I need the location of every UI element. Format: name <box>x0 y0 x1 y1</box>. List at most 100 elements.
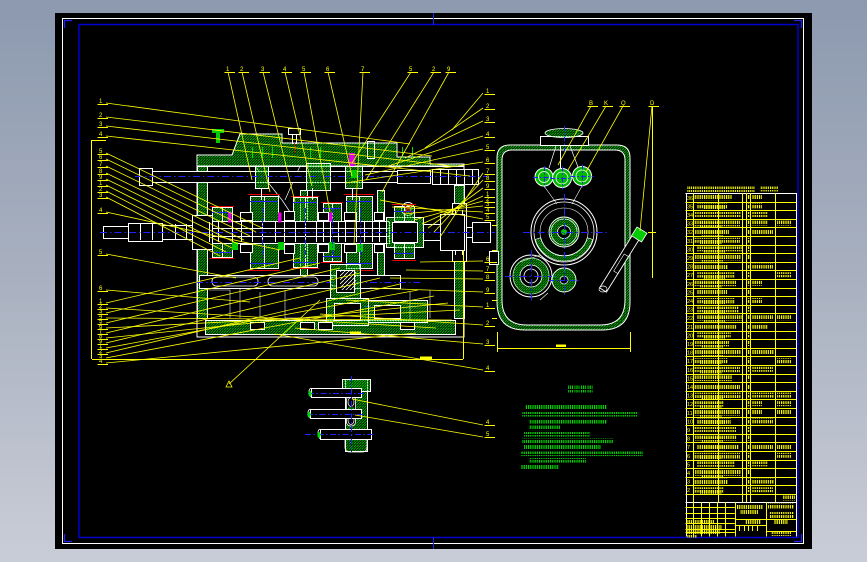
svg-text:9: 9 <box>99 339 103 345</box>
svg-text:Q: Q <box>621 101 626 107</box>
svg-text:15: 15 <box>687 376 693 382</box>
svg-text:5: 5 <box>99 319 103 325</box>
svg-text:6: 6 <box>486 158 490 164</box>
svg-text:25: 25 <box>687 290 693 296</box>
svg-text:6: 6 <box>486 257 490 263</box>
svg-text:30: 30 <box>687 247 693 253</box>
svg-text:11: 11 <box>687 411 693 417</box>
svg-text:3: 3 <box>261 67 265 73</box>
svg-text:8: 8 <box>687 437 690 443</box>
svg-text:8: 8 <box>99 169 103 175</box>
svg-text:36: 36 <box>687 196 693 202</box>
svg-text:5: 5 <box>687 462 690 468</box>
svg-text:2: 2 <box>486 321 490 327</box>
svg-text:7: 7 <box>486 169 490 175</box>
svg-text:1: 1 <box>486 303 490 309</box>
svg-text:8: 8 <box>486 275 490 281</box>
svg-text:13: 13 <box>687 394 693 400</box>
svg-text:2: 2 <box>99 187 103 193</box>
svg-text:7: 7 <box>99 329 103 335</box>
svg-text:4: 4 <box>99 314 103 320</box>
svg-text:2: 2 <box>687 488 690 494</box>
svg-text:3: 3 <box>486 202 490 208</box>
svg-text:2: 2 <box>99 304 103 310</box>
svg-text:2: 2 <box>432 67 436 73</box>
svg-text:31: 31 <box>687 239 693 245</box>
svg-text:16: 16 <box>687 368 693 374</box>
svg-text:D: D <box>650 101 655 107</box>
svg-text:7: 7 <box>486 267 490 273</box>
svg-text:32: 32 <box>687 230 693 236</box>
svg-text:9: 9 <box>99 175 103 181</box>
svg-text:1: 1 <box>99 181 103 187</box>
svg-text:17: 17 <box>687 359 693 365</box>
svg-text:5: 5 <box>486 215 490 221</box>
svg-text:2: 2 <box>99 113 103 119</box>
svg-text:19: 19 <box>687 342 693 348</box>
svg-text:12: 12 <box>687 402 693 408</box>
svg-text:1: 1 <box>99 299 103 305</box>
svg-text:3: 3 <box>486 117 490 123</box>
svg-text:9: 9 <box>687 428 690 434</box>
svg-text:6: 6 <box>687 454 690 460</box>
svg-text:1: 1 <box>99 344 103 350</box>
svg-text:3: 3 <box>99 309 103 315</box>
svg-text:5: 5 <box>99 250 103 256</box>
svg-text:K: K <box>604 101 608 107</box>
svg-text:1: 1 <box>486 89 490 95</box>
svg-text:4: 4 <box>283 67 287 73</box>
svg-text:8: 8 <box>486 176 490 182</box>
svg-text:5: 5 <box>302 67 306 73</box>
svg-text:2: 2 <box>486 104 490 110</box>
svg-text:B: B <box>589 101 593 107</box>
svg-text:7: 7 <box>687 445 690 451</box>
svg-text:1: 1 <box>99 99 103 105</box>
svg-text:7: 7 <box>361 67 365 73</box>
svg-text:4: 4 <box>486 208 490 214</box>
svg-text:5: 5 <box>486 432 490 438</box>
svg-text:4: 4 <box>99 132 103 138</box>
svg-text:9: 9 <box>486 184 490 190</box>
svg-text:26: 26 <box>687 282 693 288</box>
svg-text:4: 4 <box>486 366 490 372</box>
svg-text:22: 22 <box>687 316 693 322</box>
svg-text:14: 14 <box>687 385 693 391</box>
svg-text:3: 3 <box>687 480 690 486</box>
svg-text:5: 5 <box>99 149 103 155</box>
svg-text:2: 2 <box>99 349 103 355</box>
svg-text:2: 2 <box>240 67 244 73</box>
svg-text:3: 3 <box>486 340 490 346</box>
svg-text:28: 28 <box>687 265 693 271</box>
svg-text:18: 18 <box>687 351 693 357</box>
svg-text:27: 27 <box>687 273 693 279</box>
svg-text:24: 24 <box>687 299 693 305</box>
svg-text:1: 1 <box>226 67 230 73</box>
svg-text:9: 9 <box>447 67 451 73</box>
svg-text:3: 3 <box>99 354 103 360</box>
svg-text:3: 3 <box>99 122 103 128</box>
svg-text:4: 4 <box>99 359 103 365</box>
svg-text:9: 9 <box>486 288 490 294</box>
svg-text:23: 23 <box>687 308 693 314</box>
svg-text:33: 33 <box>687 222 693 228</box>
svg-text:20: 20 <box>687 333 693 339</box>
svg-text:8: 8 <box>99 334 103 340</box>
svg-text:5: 5 <box>486 145 490 151</box>
svg-text:7: 7 <box>99 162 103 168</box>
svg-text:4: 4 <box>687 471 690 477</box>
svg-text:10: 10 <box>687 419 693 425</box>
svg-text:34: 34 <box>687 213 693 219</box>
svg-text:4: 4 <box>99 208 103 214</box>
svg-text:4: 4 <box>486 420 490 426</box>
svg-text:35: 35 <box>687 204 693 210</box>
svg-text:21: 21 <box>687 325 693 331</box>
svg-text:4: 4 <box>486 132 490 138</box>
svg-text:3: 3 <box>99 193 103 199</box>
svg-text:6: 6 <box>99 324 103 330</box>
svg-text:6: 6 <box>99 286 103 292</box>
svg-text:5: 5 <box>409 67 413 73</box>
svg-text:6: 6 <box>326 67 330 73</box>
svg-text:6: 6 <box>99 155 103 161</box>
svg-text:29: 29 <box>687 256 693 262</box>
svg-text:1: 1 <box>486 192 490 198</box>
